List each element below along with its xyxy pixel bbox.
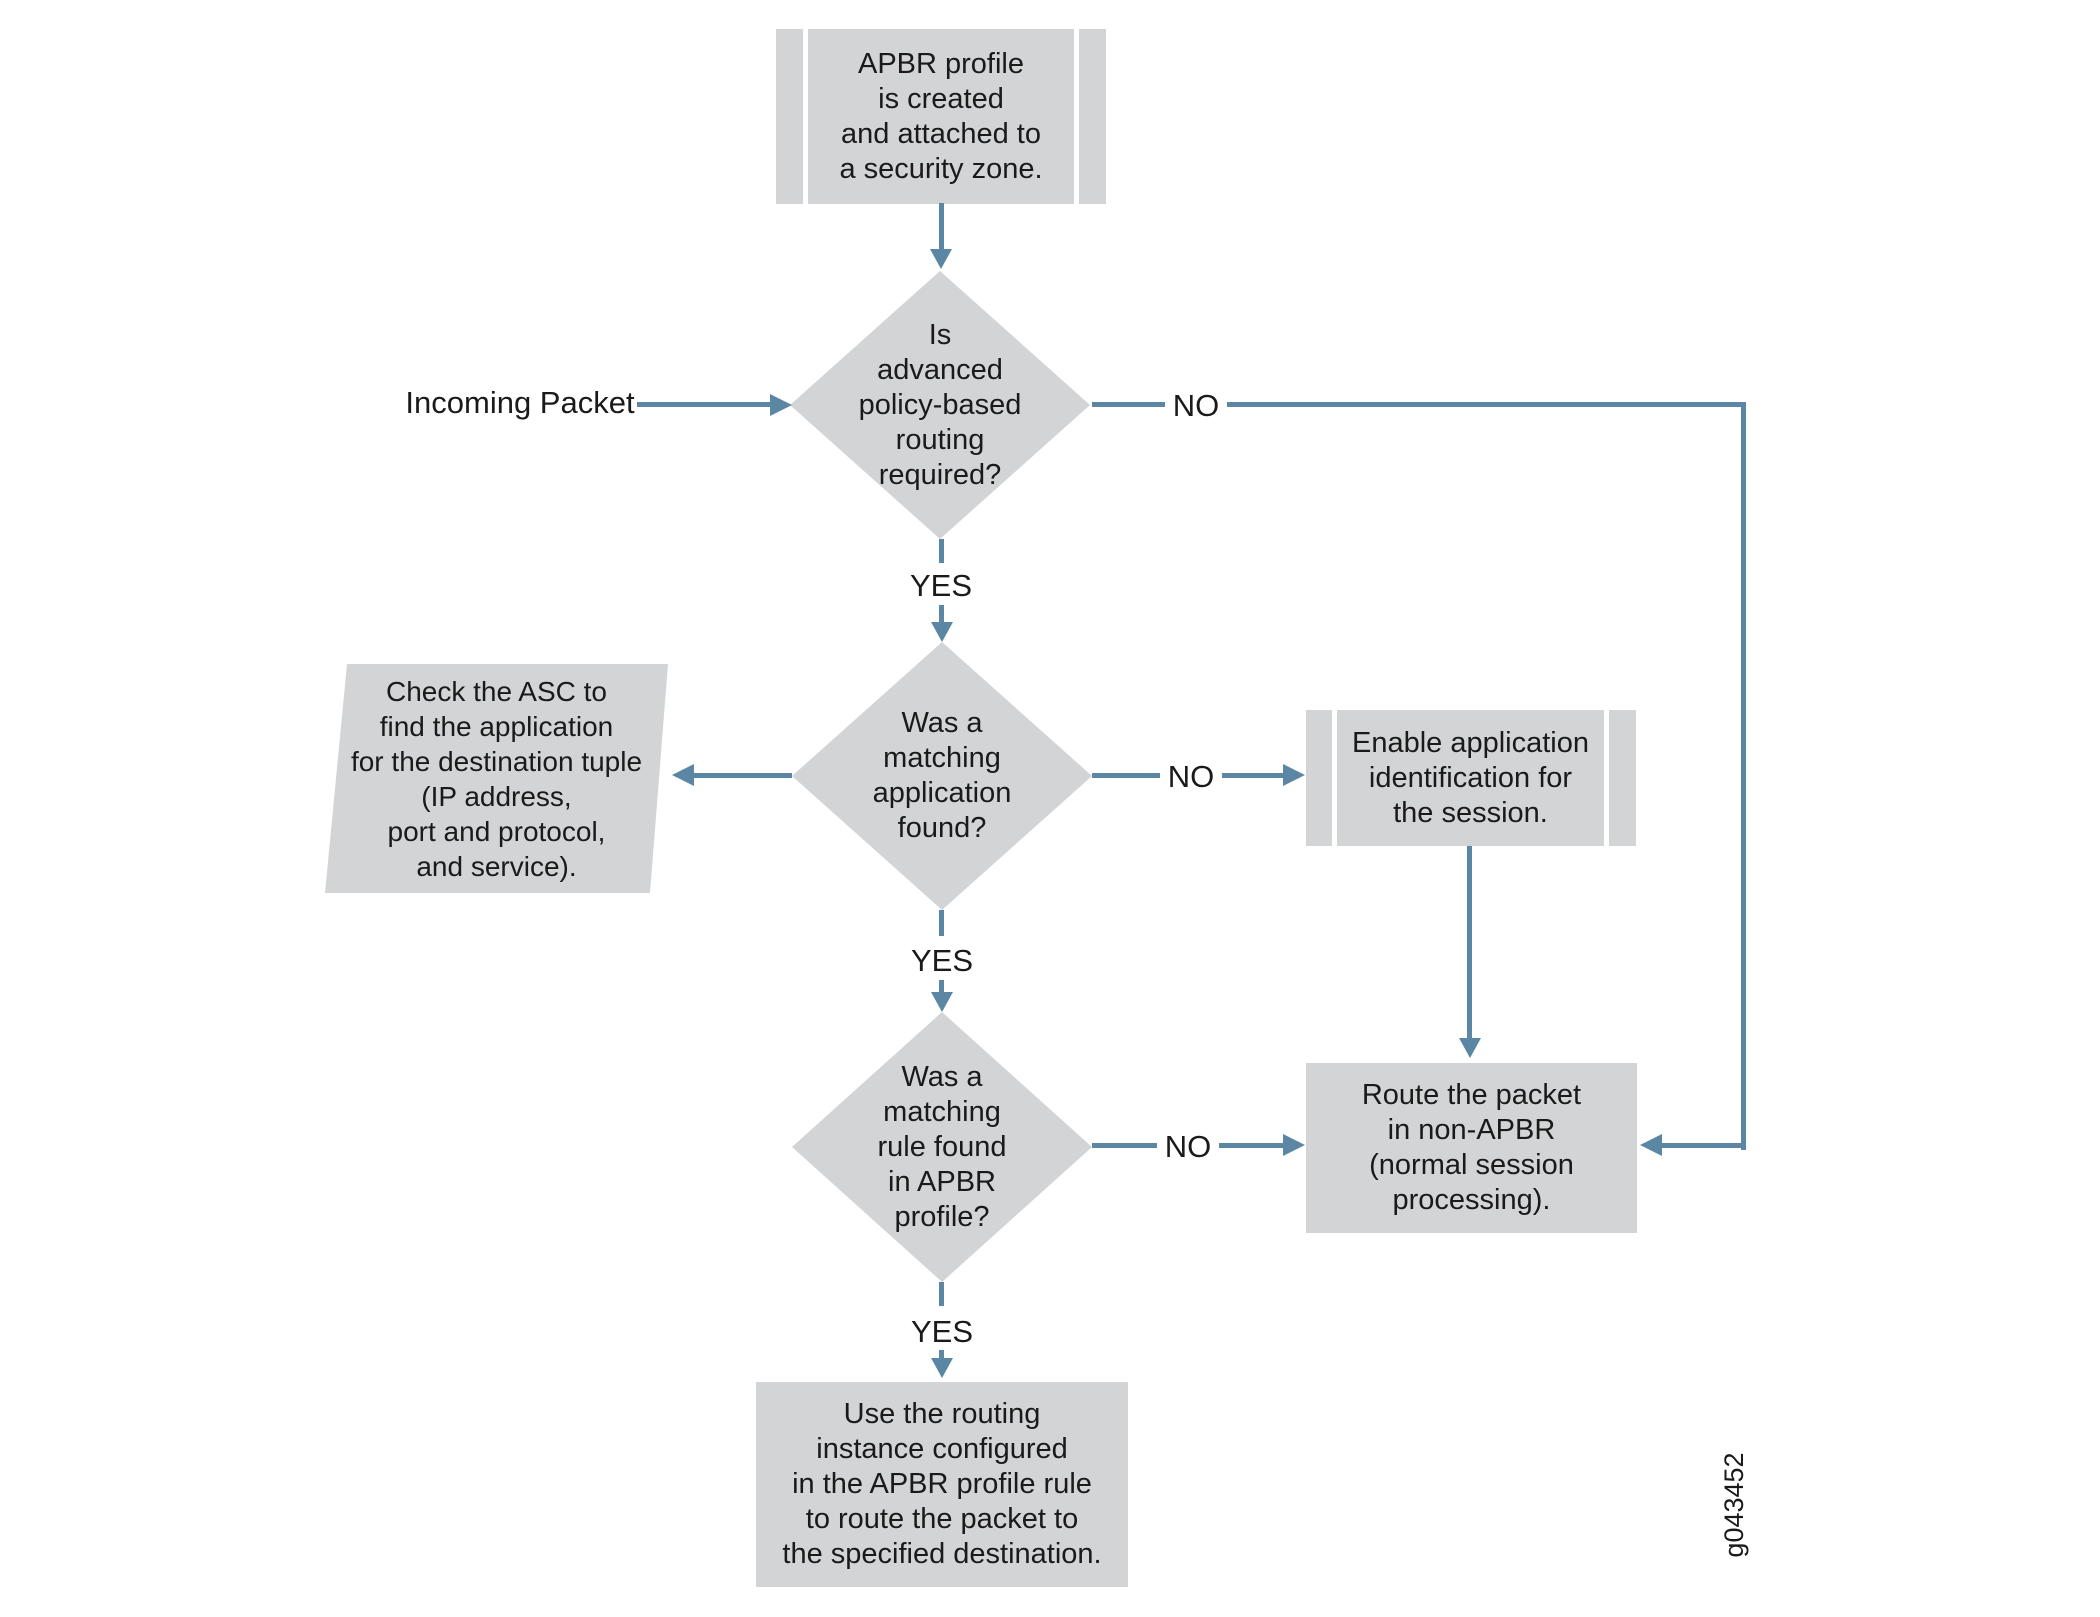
enable-appid-left-bar (1306, 710, 1332, 846)
edge-no2-seg-a (1092, 773, 1160, 778)
edge-yes3-seg-b (939, 1350, 944, 1360)
arrowhead-right-icon (1283, 764, 1305, 786)
edge-label-yes3: YES (902, 1314, 982, 1350)
edge-no1-seg-b (1227, 402, 1746, 407)
enable-appid-right-bar (1609, 710, 1636, 846)
node-route-non-apbr-label: Route the packet in non-APBR (normal ses… (1361, 1079, 1582, 1216)
edge-label-yes2: YES (902, 943, 982, 979)
edge-no1-seg-d (1662, 1143, 1746, 1148)
arrowhead-right-icon (770, 394, 792, 416)
decision-matching-rule-label: Was a matching rule found in APBR profil… (877, 1060, 1007, 1233)
edge-yes2-seg-a (939, 910, 944, 936)
edge-incoming-packet (637, 402, 770, 407)
edge-yes1-seg-b (939, 605, 944, 622)
node-use-routing-instance (756, 1382, 1128, 1587)
enable-appid-label: Enable application identification for th… (1351, 726, 1589, 829)
node-use-routing-instance-label: Use the routing instance configured in t… (782, 1398, 1102, 1570)
arrowhead-right-icon (1283, 1134, 1305, 1156)
edge-yes2-seg-b (939, 980, 944, 992)
edge-no2-seg-b (1222, 773, 1283, 778)
decision-apbr-required-label: Is advanced policy-based routing require… (858, 318, 1022, 491)
edge-label-yes1: YES (901, 568, 981, 604)
label-incoming-packet: Incoming Packet (400, 385, 640, 421)
arrowhead-down-icon (931, 622, 953, 642)
edge-no3-seg-b (1219, 1143, 1283, 1148)
edge-label-no1: NO (1165, 388, 1227, 424)
edge-yes1-seg-a (939, 539, 944, 563)
figure-id: g043452 (1719, 1452, 1749, 1558)
node-route-non-apbr (1306, 1063, 1637, 1233)
edge-no1-seg-a (1092, 402, 1165, 407)
arrowhead-left-icon (672, 764, 694, 786)
arrowhead-down-icon (931, 992, 953, 1012)
data-check-asc-label: Check the ASC to find the application fo… (350, 675, 643, 882)
edge-label-no2: NO (1160, 759, 1222, 795)
start-node-label: APBR profile is created and attached to … (839, 47, 1043, 185)
start-node-right-bar (1079, 29, 1106, 204)
edge-decision2-to-asc (694, 773, 792, 778)
edge-start-to-decision1 (939, 203, 944, 249)
data-check-asc (325, 664, 668, 893)
edge-label-no3: NO (1157, 1129, 1219, 1165)
edge-no1-seg-c (1741, 402, 1746, 1150)
arrowhead-left-icon (1640, 1134, 1662, 1156)
start-node-left-bar (776, 29, 803, 204)
edge-appid-to-route (1467, 846, 1472, 1038)
enable-appid-body (1337, 710, 1604, 846)
start-node-body (808, 29, 1074, 204)
edge-no3-seg-a (1092, 1143, 1158, 1148)
edge-yes3-seg-a (939, 1282, 944, 1306)
arrowhead-down-icon (1459, 1038, 1481, 1058)
arrowhead-down-icon (930, 249, 952, 269)
arrowhead-down-icon (931, 1358, 953, 1378)
decision-matching-application-label: Was a matching application found? (872, 707, 1012, 844)
